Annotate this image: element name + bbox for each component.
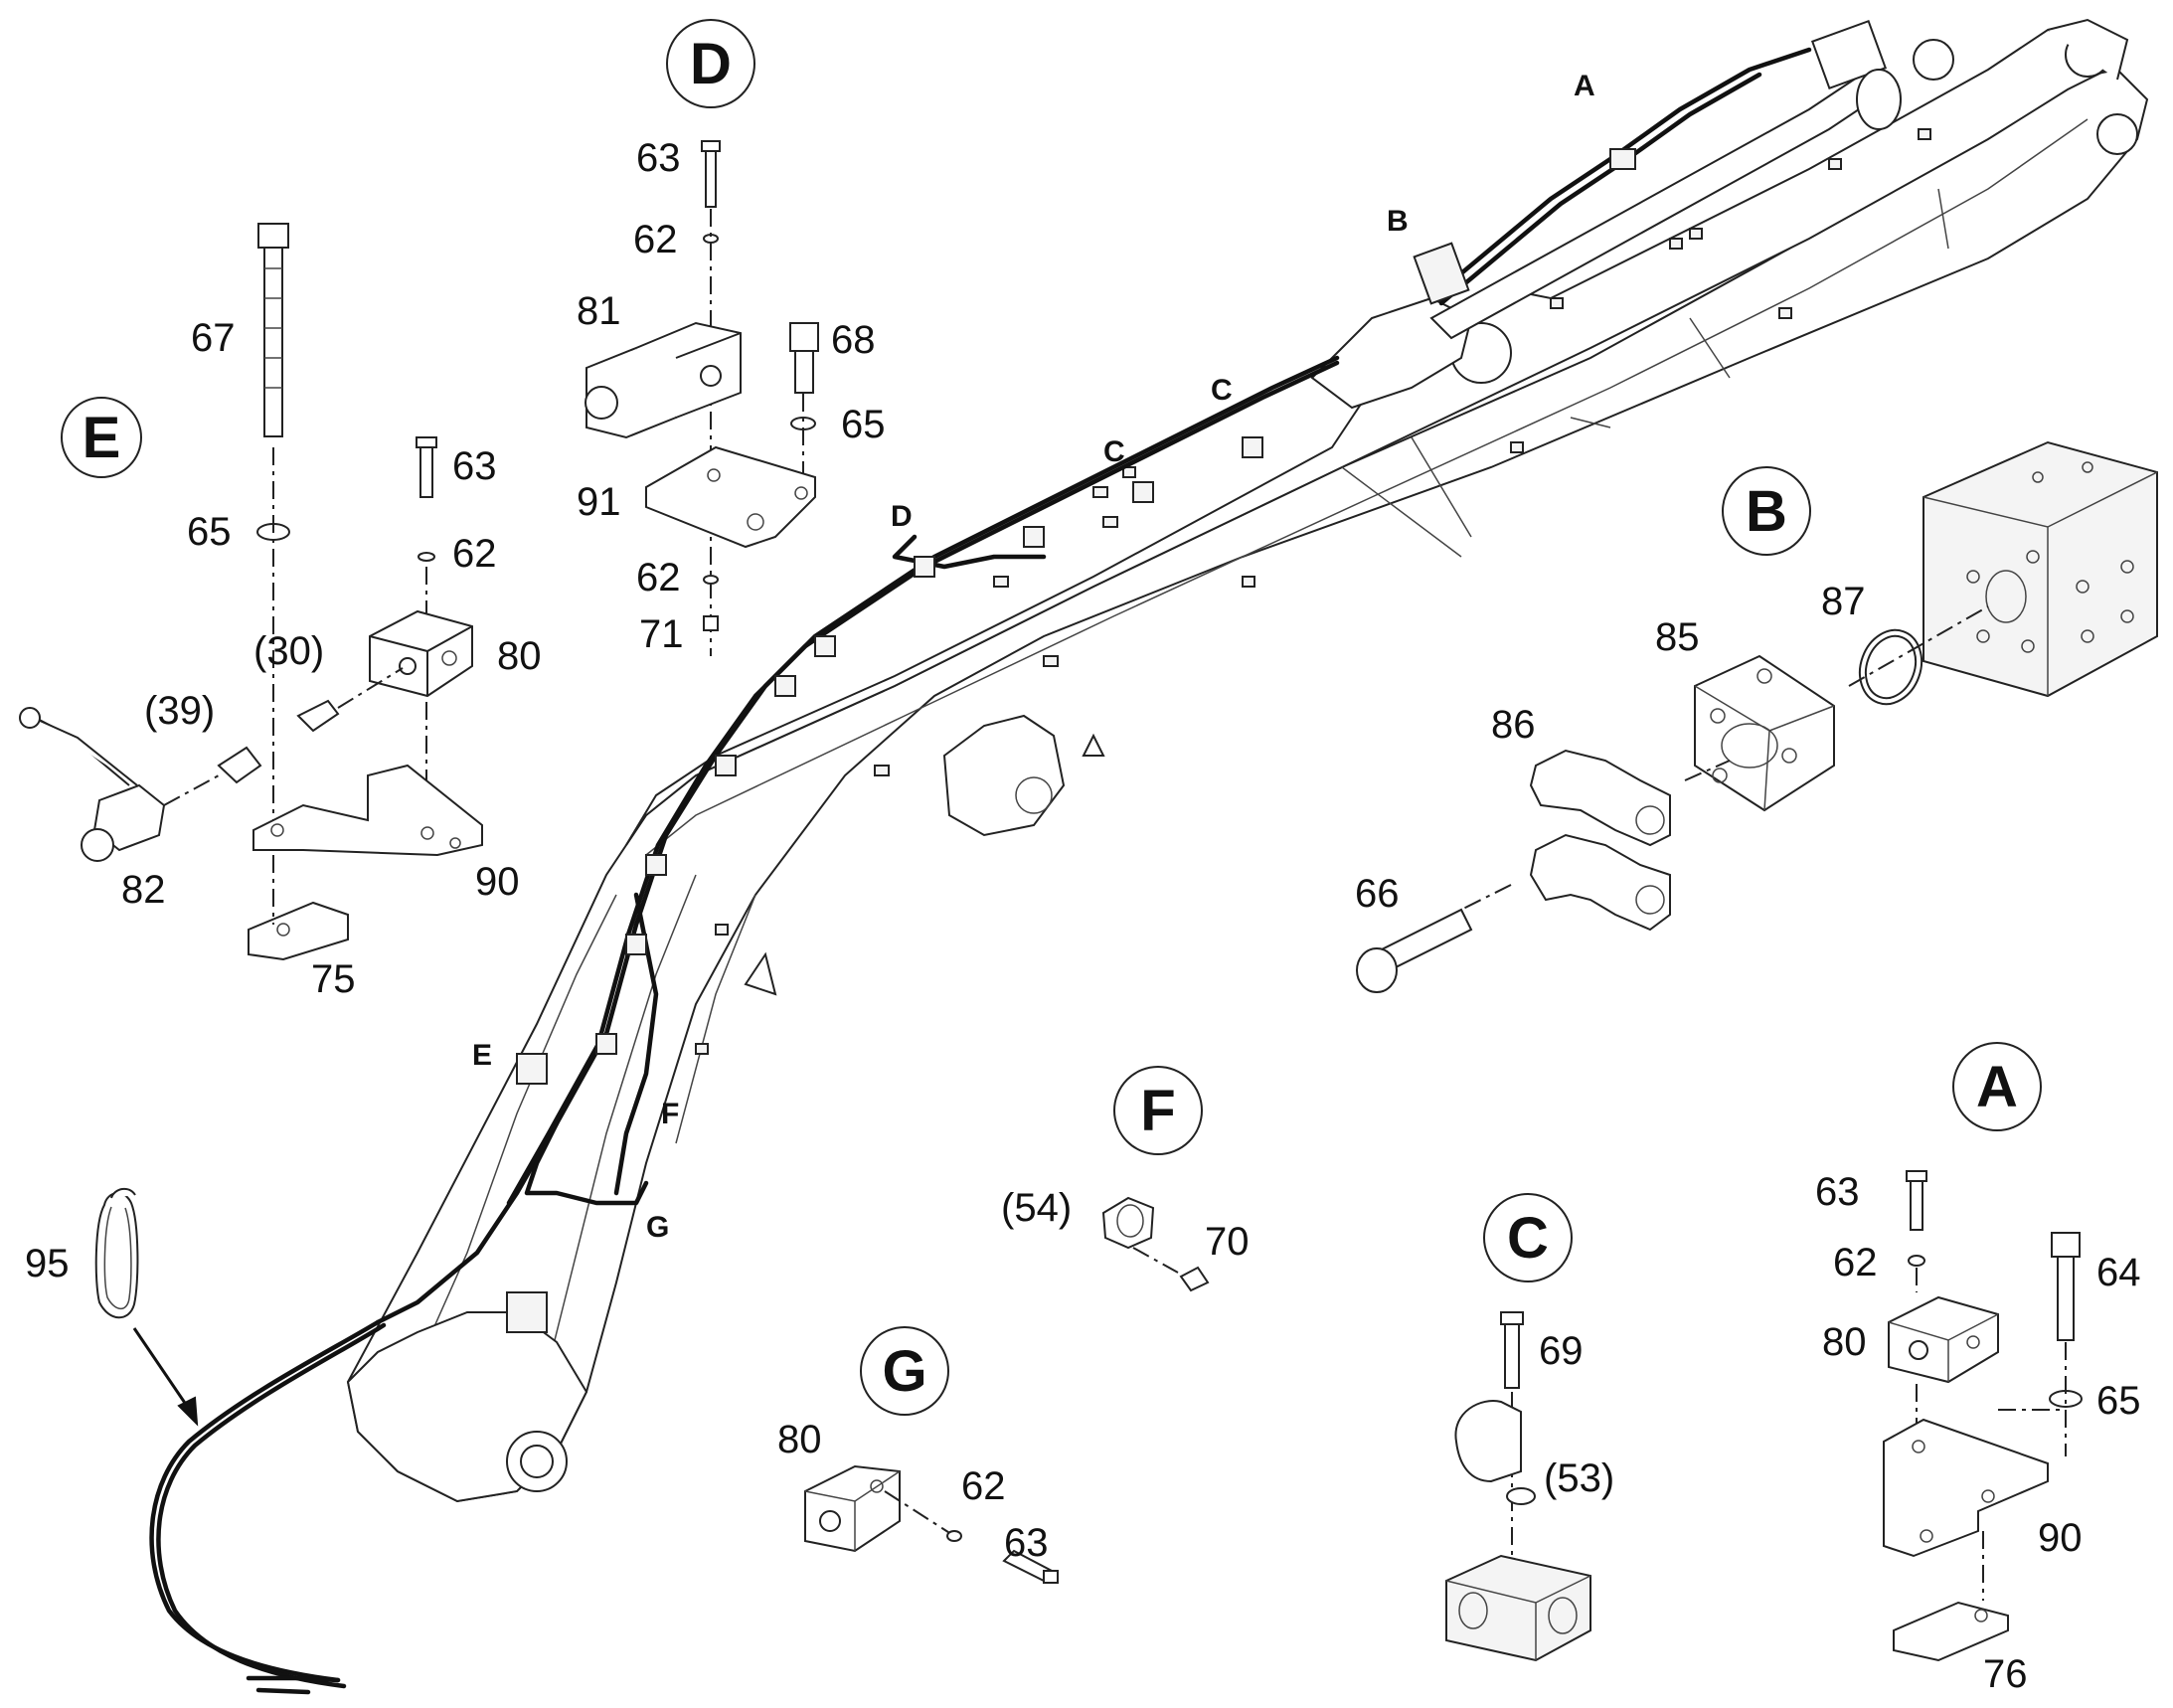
label-62-d: 62 <box>633 218 678 261</box>
label-69: 69 <box>1539 1329 1584 1373</box>
callout-a-boom: A <box>1574 70 1595 102</box>
callout-c-boom-lower: C <box>1103 435 1125 468</box>
callout-c-boom-upper: C <box>1211 374 1233 407</box>
label-63-g: 63 <box>1004 1521 1049 1565</box>
detail-c: C 69 (53) <box>1445 1193 1614 1662</box>
label-66: 66 <box>1355 872 1400 916</box>
detail-f-title: F <box>1140 1079 1175 1143</box>
detail-c-circle <box>1483 1193 1573 1282</box>
label-39: (39) <box>144 689 215 733</box>
label-65-a: 65 <box>2096 1379 2141 1423</box>
detail-f: F (54) 70 <box>1001 1066 1250 1292</box>
label-91: 91 <box>577 480 621 524</box>
label-86: 86 <box>1491 703 1536 747</box>
label-65-e: 65 <box>187 510 232 554</box>
label-65-d: 65 <box>841 403 886 446</box>
detail-g-title: G <box>882 1339 926 1404</box>
label-82: 82 <box>121 868 166 912</box>
label-30: (30) <box>253 629 324 673</box>
label-54: (54) <box>1001 1186 1072 1230</box>
detail-e-title: E <box>83 406 121 470</box>
label-63-d: 63 <box>636 136 681 180</box>
detail-d-title: D <box>690 32 732 96</box>
label-85: 85 <box>1655 615 1700 659</box>
label-90-a: 90 <box>2038 1516 2083 1560</box>
label-62-d-lower: 62 <box>636 556 681 599</box>
detail-d: D 63 62 81 68 65 91 62 71 <box>577 19 886 656</box>
detail-f-circle <box>1113 1066 1203 1155</box>
detail-e: E <box>19 223 542 1001</box>
label-90-e: 90 <box>475 860 520 904</box>
label-75: 75 <box>311 957 356 1001</box>
callout-g-boom: G <box>646 1211 669 1244</box>
label-80-e: 80 <box>497 634 542 678</box>
boom-structure <box>346 18 2149 1503</box>
boom-callouts: A B C C D E F G <box>472 70 1595 1244</box>
detail-g: G 80 62 63 <box>777 1326 1059 1584</box>
detail-b: B 87 <box>1355 440 2158 993</box>
callout-f-boom: F <box>661 1098 679 1130</box>
label-70: 70 <box>1205 1220 1250 1264</box>
label-80-a: 80 <box>1822 1320 1867 1364</box>
label-63-a: 63 <box>1815 1170 1860 1214</box>
label-67: 67 <box>191 316 236 360</box>
label-62-a: 62 <box>1833 1241 1878 1284</box>
detail-g-circle <box>860 1326 949 1416</box>
label-64: 64 <box>2096 1251 2141 1294</box>
callout-d-boom: D <box>891 500 913 533</box>
label-62-g: 62 <box>961 1464 1006 1508</box>
hose-harness <box>149 47 1812 1695</box>
detail-a: A 63 62 80 64 65 90 76 <box>1815 1042 2141 1696</box>
callout-e-boom: E <box>472 1039 492 1072</box>
part-95-strap: 95 <box>25 1187 199 1427</box>
label-53: (53) <box>1544 1456 1614 1500</box>
detail-d-circle <box>666 19 755 108</box>
label-95: 95 <box>25 1242 70 1285</box>
detail-c-title: C <box>1507 1206 1549 1271</box>
detail-a-title: A <box>1976 1055 2018 1119</box>
detail-b-title: B <box>1746 479 1787 544</box>
detail-b-circle <box>1722 466 1811 556</box>
detail-a-circle <box>1952 1042 2042 1131</box>
label-63-e: 63 <box>452 444 497 488</box>
label-76: 76 <box>1983 1652 2028 1696</box>
callout-b-boom: B <box>1387 205 1409 238</box>
label-68: 68 <box>831 318 876 362</box>
label-80-g: 80 <box>777 1418 822 1461</box>
label-81: 81 <box>577 289 621 333</box>
label-62-e: 62 <box>452 532 497 576</box>
label-71: 71 <box>639 612 684 656</box>
detail-e-circle <box>61 397 142 478</box>
label-87: 87 <box>1821 580 1866 623</box>
